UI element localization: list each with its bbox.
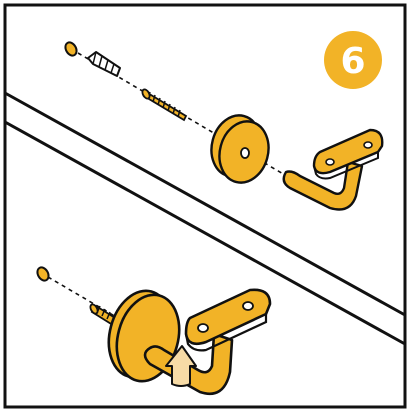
rotate-arrow-icon xyxy=(165,345,197,387)
handrail-bracket-icon xyxy=(282,128,384,211)
wall-plug-icon xyxy=(87,51,121,77)
assembly-guide-line-lower xyxy=(47,276,119,319)
step-number: 6 xyxy=(340,41,365,82)
cap-icon xyxy=(36,266,50,282)
step-badge-circle xyxy=(324,31,382,89)
handrail-bracket-icon xyxy=(143,288,272,396)
wall-edge-upper xyxy=(4,91,406,317)
wall-edge-lower xyxy=(4,120,406,346)
screw-icon xyxy=(141,88,188,122)
cap-icon xyxy=(64,41,78,57)
step-badge: 6 xyxy=(324,31,382,89)
rose-plate-icon xyxy=(210,114,270,184)
